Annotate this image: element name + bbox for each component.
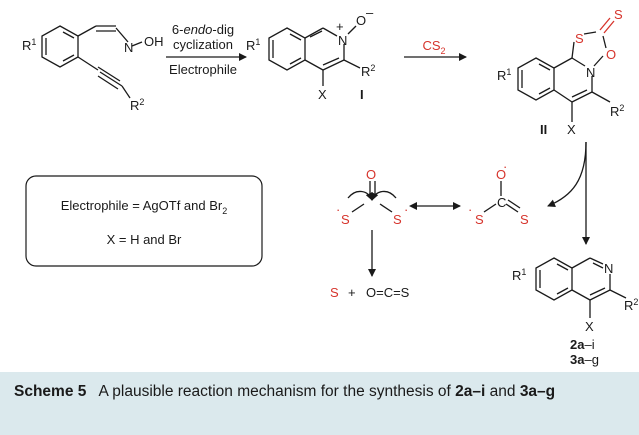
product-label-2a-i: 2a–i xyxy=(570,337,595,352)
radical-dot: · xyxy=(468,202,472,217)
r2-label: R2 xyxy=(361,63,375,79)
radical-dot: · xyxy=(336,202,340,217)
reaction-scheme: R1 N OH R2 6-endo-dig cyclization Electr… xyxy=(22,5,639,367)
conditions-line-3: Electrophile xyxy=(169,62,237,77)
s-thione-atom: S xyxy=(520,212,529,227)
byproducts: S + O=C=S xyxy=(330,285,410,300)
s-radical-atom: S xyxy=(475,212,484,227)
resonance-form: O S · S · xyxy=(336,167,408,277)
cos-product: O=C=S xyxy=(366,285,410,300)
r1-label: R1 xyxy=(512,267,526,283)
r1-label: R1 xyxy=(22,37,36,53)
conditions-line-1: 6-endo-dig xyxy=(172,22,234,37)
s-radical-atom: S xyxy=(393,212,402,227)
caption-compound-3: 3a–g xyxy=(519,383,556,400)
r1-label: R1 xyxy=(246,37,260,53)
legend-line-2: X = H and Br xyxy=(107,232,182,247)
arrow-fragmentation xyxy=(547,141,590,245)
minus-charge: – xyxy=(366,5,374,20)
electrophile-legend: Electrophile = AgOTf and Br2 X = H and B… xyxy=(25,175,263,267)
x-substituent: X xyxy=(318,87,327,102)
caption-text: and xyxy=(485,383,520,400)
radical-dot: · xyxy=(404,202,408,217)
conditions-line-2: cyclization xyxy=(173,37,233,52)
o-atom-ring: O xyxy=(606,47,616,62)
o-atom: O xyxy=(356,13,366,28)
r2-label: R2 xyxy=(610,103,624,119)
legend-line-1: Electrophile = AgOTf and Br2 xyxy=(61,198,228,216)
caption-text: A plausible reaction mechanism for the s… xyxy=(98,383,456,400)
plus-charge: + xyxy=(336,19,344,34)
sulfur-product: S xyxy=(330,285,339,300)
intermediate-ii-label: II xyxy=(540,122,547,137)
scheme-caption: Scheme 5 A plausible reaction mechanism … xyxy=(0,372,639,435)
radical-dot: · xyxy=(503,159,507,174)
r1-label: R1 xyxy=(497,67,511,83)
n-atom: N xyxy=(338,33,347,48)
o-atom: O xyxy=(366,167,376,182)
cs2-reagent: CS2 xyxy=(422,38,445,56)
n-atom: N xyxy=(604,261,613,276)
intermediate-ii: S S O N R1 R2 X II xyxy=(497,7,624,137)
arrow-cyclization: 6-endo-dig cyclization Electrophile xyxy=(166,22,247,77)
caption-compound-2: 2a–i xyxy=(455,383,486,400)
scheme-number: Scheme 5 xyxy=(14,383,87,400)
x-substituent: X xyxy=(567,122,576,137)
final-product: N R1 R2 X 2a–i 3a–g xyxy=(512,257,638,367)
n-atom: N xyxy=(124,40,133,55)
starting-material: R1 N OH R2 xyxy=(22,25,164,113)
arrow-cs2: CS2 xyxy=(404,38,467,61)
product-label-3a-g: 3a–g xyxy=(570,352,599,367)
x-substituent: X xyxy=(585,319,594,334)
intermediate-i-label: I xyxy=(360,87,364,102)
plus-sign: + xyxy=(348,285,356,300)
oh-group: OH xyxy=(144,34,164,49)
s-radical-atom: S xyxy=(341,212,350,227)
thiocarbonyl-radical: O · C S · S xyxy=(468,159,529,227)
s-atom-thione: S xyxy=(614,7,623,22)
s-atom-ring: S xyxy=(575,31,584,46)
intermediate-i: R1 N + O – R2 X I xyxy=(246,5,375,102)
r2-label: R2 xyxy=(130,97,144,113)
n-atom: N xyxy=(586,65,595,80)
r2-label: R2 xyxy=(624,297,638,313)
scheme-drawing: R1 N OH R2 6-endo-dig cyclization Electr… xyxy=(22,5,638,367)
o-radical-atom: O xyxy=(496,167,506,182)
central-carbon: C xyxy=(497,195,506,210)
